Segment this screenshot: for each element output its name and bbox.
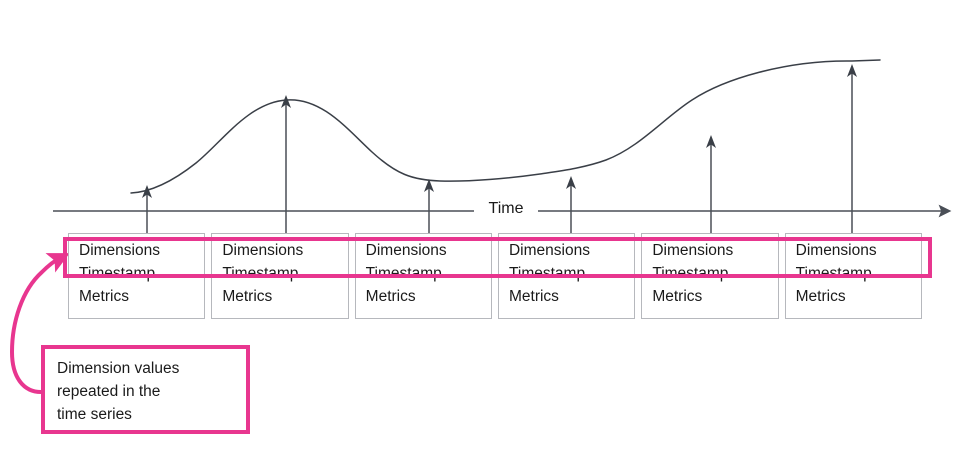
callout-line-1: Dimension values	[57, 360, 180, 377]
callout-line-2: repeated in the	[57, 383, 161, 400]
record-metrics-label: Metrics	[652, 288, 703, 305]
record-dimensions-label: Dimensions	[508, 242, 590, 259]
callout-note: Dimension values repeated in the time se…	[41, 345, 250, 434]
record-timestamp-label: Timestamp	[508, 265, 586, 282]
sample-arrows-group	[142, 64, 857, 240]
metric-curve	[130, 59, 881, 194]
callout-line-3: time series	[57, 406, 132, 423]
record-timestamp-label: Timestamp	[365, 265, 442, 282]
record-dimensions-label: Dimensions	[365, 242, 447, 259]
record-timestamp-label: Timestamp	[652, 265, 729, 282]
record-timestamp-label: Timestamp	[79, 265, 156, 282]
sample-arrow-head-1	[142, 185, 152, 198]
time-axis-label: Time	[478, 199, 534, 219]
record-box-2[interactable]: Dimensions Timestamp Metrics	[211, 233, 349, 319]
record-dimensions-label: Dimensions	[795, 242, 877, 259]
record-timestamp-label: Timestamp	[795, 265, 872, 282]
callout-arrow	[9, 253, 70, 394]
sample-arrow-head-2	[281, 95, 291, 108]
sample-arrow-head-3	[424, 179, 434, 192]
time-series-record-row: Dimensions Timestamp Metrics Dimensions …	[68, 233, 922, 319]
record-metrics-label: Metrics	[365, 288, 416, 305]
record-timestamp-label: Timestamp	[222, 265, 299, 282]
sample-arrow-head-4	[566, 176, 576, 189]
record-metrics-label: Metrics	[222, 288, 273, 305]
record-dimensions-label: Dimensions	[222, 242, 304, 259]
record-dimensions-label: Dimensions	[79, 242, 160, 259]
record-box-4[interactable]: Dimensions Timestamp Metrics	[497, 233, 636, 319]
record-dimensions-label: Dimensions	[652, 242, 734, 259]
sample-arrow-head-5	[706, 135, 716, 148]
record-metrics-label: Metrics	[79, 288, 129, 305]
record-box-6[interactable]: Dimensions Timestamp Metrics	[784, 233, 922, 319]
record-box-3[interactable]: Dimensions Timestamp Metrics	[354, 233, 492, 319]
record-metrics-label: Metrics	[508, 288, 559, 305]
sample-arrow-head-6	[847, 64, 857, 77]
record-box-1[interactable]: Dimensions Timestamp Metrics	[68, 233, 206, 319]
record-box-5[interactable]: Dimensions Timestamp Metrics	[641, 233, 779, 319]
record-metrics-label: Metrics	[795, 288, 846, 305]
